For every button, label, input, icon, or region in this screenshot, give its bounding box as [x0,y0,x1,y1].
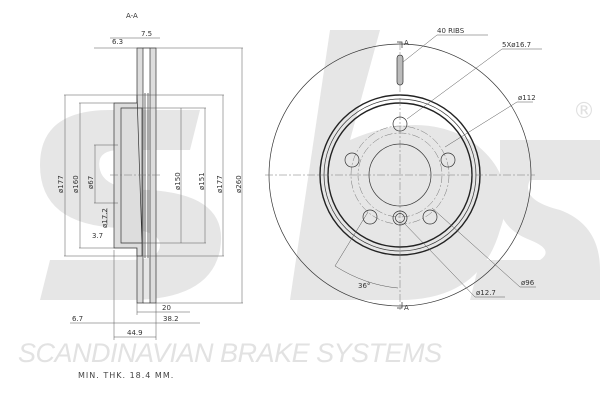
section-marker-top: A [404,39,409,47]
bolt-holes [344,116,456,226]
section-title: A-A [126,12,138,20]
brand-tagline: SCANDINAVIAN BRAKE SYSTEMS [18,338,442,368]
dim-dia-177-left: ø177 [57,175,65,193]
dim-dia-17-2: ø17.2 [101,208,109,228]
dim-3-7: 3.7 [92,232,103,240]
dim-44-9: 44.9 [127,329,143,337]
front-view: A A 40 RIBS 5Xø16.7 ø112 ø96 ø12.7 36° [265,27,542,312]
dim-dia-67: ø67 [87,176,95,189]
rib-slot [396,54,404,86]
dim-dia-260: ø260 [235,175,243,193]
section-view: A-A 6.3 7.5 ø177 ø160 ø67 ø17.2 3.7 ø1 [57,12,243,340]
dim-20: 20 [162,304,171,312]
registered-mark: ® [573,99,595,124]
dim-6-3: 6.3 [112,38,123,46]
dim-dia-150: ø150 [174,172,182,190]
dim-dia-177-right: ø177 [216,175,224,193]
label-angle-36: 36° [358,282,370,290]
section-marker-bottom: A [404,304,409,312]
dim-dia-151: ø151 [198,172,206,190]
min-thickness-note: MIN. THK. 18.4 MM. [78,371,174,380]
label-pcd-112: ø112 [518,94,536,102]
dim-38-2: 38.2 [163,315,179,323]
dim-dia-160: ø160 [72,175,80,193]
label-bolt-holes: 5Xø16.7 [502,41,531,49]
label-dia-12-7: ø12.7 [476,289,496,297]
label-dia-96: ø96 [521,279,535,287]
label-40-ribs: 40 RIBS [437,27,465,35]
dim-7-5: 7.5 [141,30,152,38]
dim-6-7: 6.7 [72,315,83,323]
